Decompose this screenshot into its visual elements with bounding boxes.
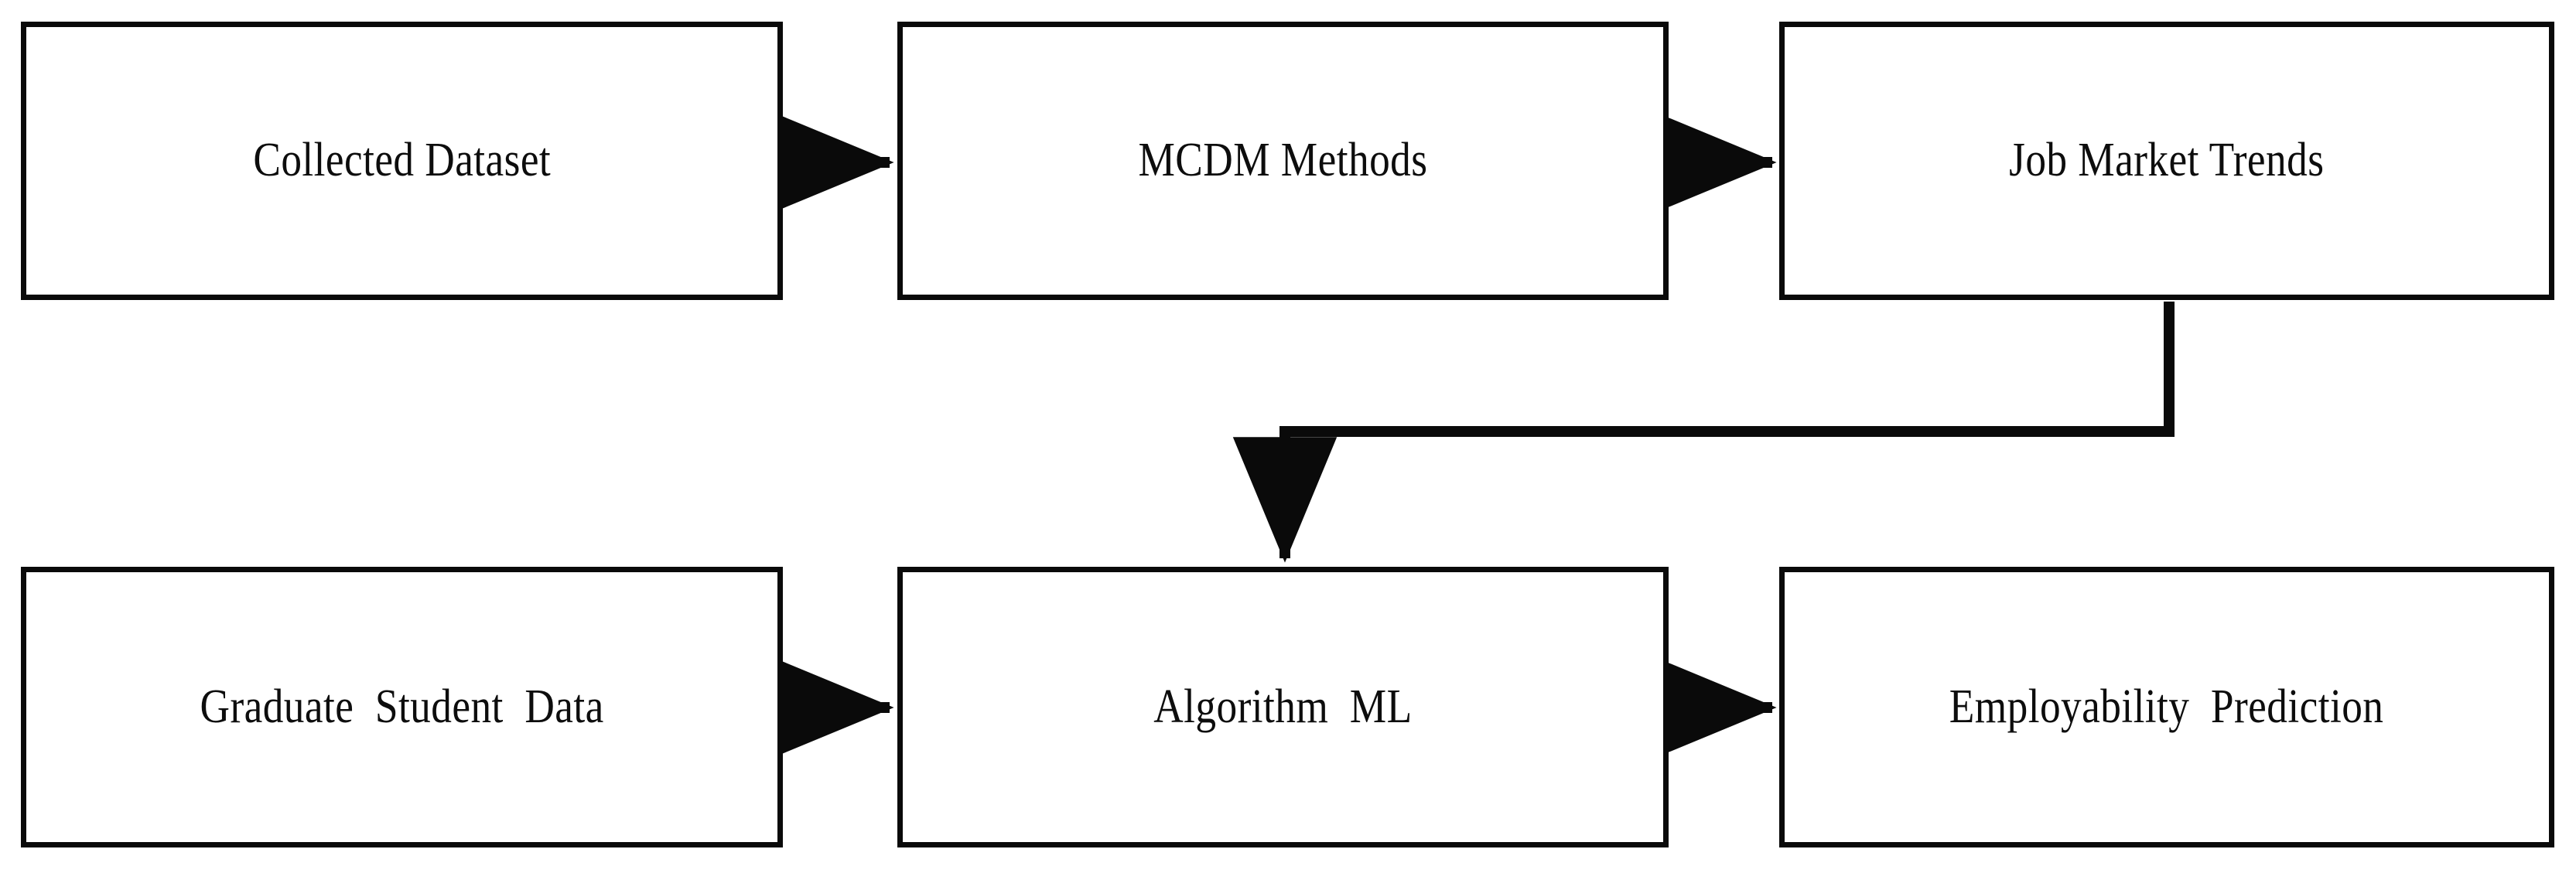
node-employability-prediction-label: Employability Prediction xyxy=(1949,680,2384,733)
node-algorithm-ml-label: Algorithm ML xyxy=(1153,680,1413,733)
node-mcdm-methods[interactable]: MCDM Methods xyxy=(897,22,1669,300)
node-graduate-student-data[interactable]: Graduate Student Data xyxy=(21,567,783,847)
node-algorithm-ml[interactable]: Algorithm ML xyxy=(897,567,1669,847)
node-collected-dataset-label: Collected Dataset xyxy=(253,134,551,187)
node-job-market-trends-label: Job Market Trends xyxy=(2009,134,2325,187)
edge-trends-to-algorithm xyxy=(1232,302,2175,563)
node-job-market-trends[interactable]: Job Market Trends xyxy=(1779,22,2554,300)
node-mcdm-methods-label: MCDM Methods xyxy=(1138,134,1428,187)
node-employability-prediction[interactable]: Employability Prediction xyxy=(1779,567,2554,847)
node-collected-dataset[interactable]: Collected Dataset xyxy=(21,22,783,300)
node-graduate-student-data-label: Graduate Student Data xyxy=(200,680,604,733)
